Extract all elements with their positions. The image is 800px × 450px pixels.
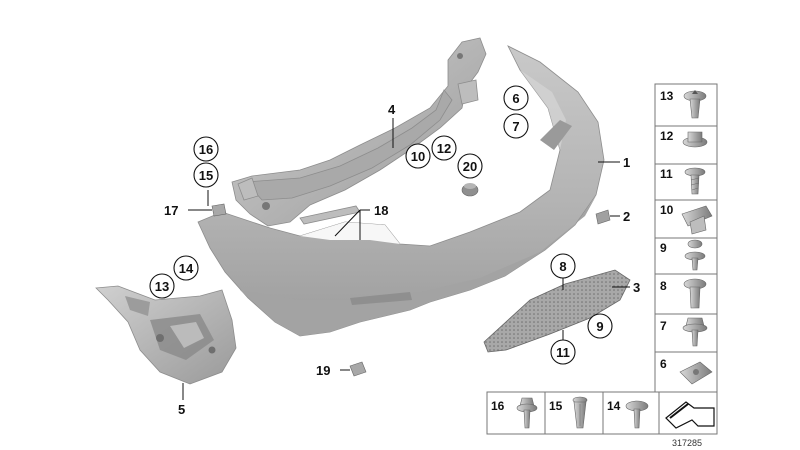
clip-nut-icon [679, 361, 713, 385]
hex-screw-icon [516, 397, 538, 429]
panel-label-16: 16 [491, 399, 505, 413]
panel-label-9: 9 [660, 241, 667, 255]
callout-12: 12 [431, 135, 457, 161]
leader-lines [182, 118, 630, 400]
reference-number: 317285 [672, 438, 702, 448]
panel-cell-13 [654, 83, 718, 127]
callout-5: 5 [178, 402, 185, 417]
svg-text:15: 15 [199, 168, 213, 183]
callout-7: 7 [503, 113, 529, 139]
svg-text:9: 9 [596, 319, 603, 334]
callout-15: 15 [193, 162, 219, 188]
callout-2: 2 [623, 209, 630, 224]
callout-6: 6 [503, 85, 529, 111]
callout-3: 3 [633, 280, 640, 295]
panel-label-6: 6 [660, 357, 667, 371]
svg-text:14: 14 [179, 261, 194, 276]
bumper-carrier [231, 37, 487, 227]
spring-nut-icon [681, 205, 713, 235]
callout-14: 14 [173, 255, 199, 281]
svg-text:7: 7 [512, 119, 519, 134]
callout-4: 4 [388, 102, 396, 117]
panel-cell-8 [654, 273, 718, 315]
clip-part-17 [211, 203, 227, 217]
expanding-rivet-icon [684, 239, 706, 271]
svg-text:11: 11 [556, 345, 570, 360]
expansion-nut-icon [682, 131, 708, 148]
callout-8: 8 [550, 253, 576, 279]
clip-part-2 [595, 209, 611, 225]
plastic-rivet-icon [683, 278, 707, 309]
panel-label-14: 14 [607, 399, 621, 413]
panel-label-13: 13 [660, 89, 674, 103]
callout-1: 1 [623, 155, 630, 170]
torx-screw-icon [684, 167, 706, 195]
callout-19: 19 [316, 363, 330, 378]
svg-text:13: 13 [155, 279, 169, 294]
panel-label-15: 15 [549, 399, 563, 413]
bumper-side-bracket [95, 285, 237, 385]
grommet-part [461, 183, 479, 197]
callout-10: 10 [405, 143, 431, 169]
callout-labels: 4 1 2 3 5 17 18 19 [164, 102, 640, 417]
svg-text:16: 16 [199, 142, 213, 157]
svg-text:6: 6 [512, 91, 519, 106]
callout-13: 13 [149, 273, 175, 299]
callout-11: 11 [550, 339, 576, 365]
collar-screw-icon [682, 317, 708, 347]
panel-label-7: 7 [660, 319, 667, 333]
fastener-panel-column: 13 12 11 10 9 8 7 6 [654, 83, 718, 393]
svg-text:20: 20 [463, 159, 477, 174]
panel-label-8: 8 [660, 279, 667, 293]
panel-cell-14 [602, 391, 660, 435]
circled-callouts: 6 7 16 15 10 12 20 13 [149, 85, 613, 365]
clip-part-19 [349, 361, 367, 377]
callout-9: 9 [587, 313, 613, 339]
svg-text:8: 8 [559, 259, 566, 274]
fastener-panel-row: 16 15 14 [486, 391, 718, 435]
svg-text:10: 10 [411, 149, 425, 164]
svg-text:12: 12 [437, 141, 451, 156]
panel-label-10: 10 [660, 203, 674, 217]
expanding-plug-icon [572, 396, 588, 429]
flat-screw-icon [625, 400, 649, 429]
reflector-strip [299, 205, 361, 225]
callout-20: 20 [457, 153, 483, 179]
rear-bumper-panel [197, 45, 605, 337]
diffuser-panel [483, 269, 631, 353]
callout-16: 16 [193, 136, 219, 162]
callout-17: 17 [164, 203, 178, 218]
direction-arrow-icon [665, 401, 715, 429]
panel-label-12: 12 [660, 129, 674, 143]
panel-label-11: 11 [660, 167, 673, 181]
callout-18: 18 [374, 203, 388, 218]
push-rivet-icon [683, 90, 707, 119]
